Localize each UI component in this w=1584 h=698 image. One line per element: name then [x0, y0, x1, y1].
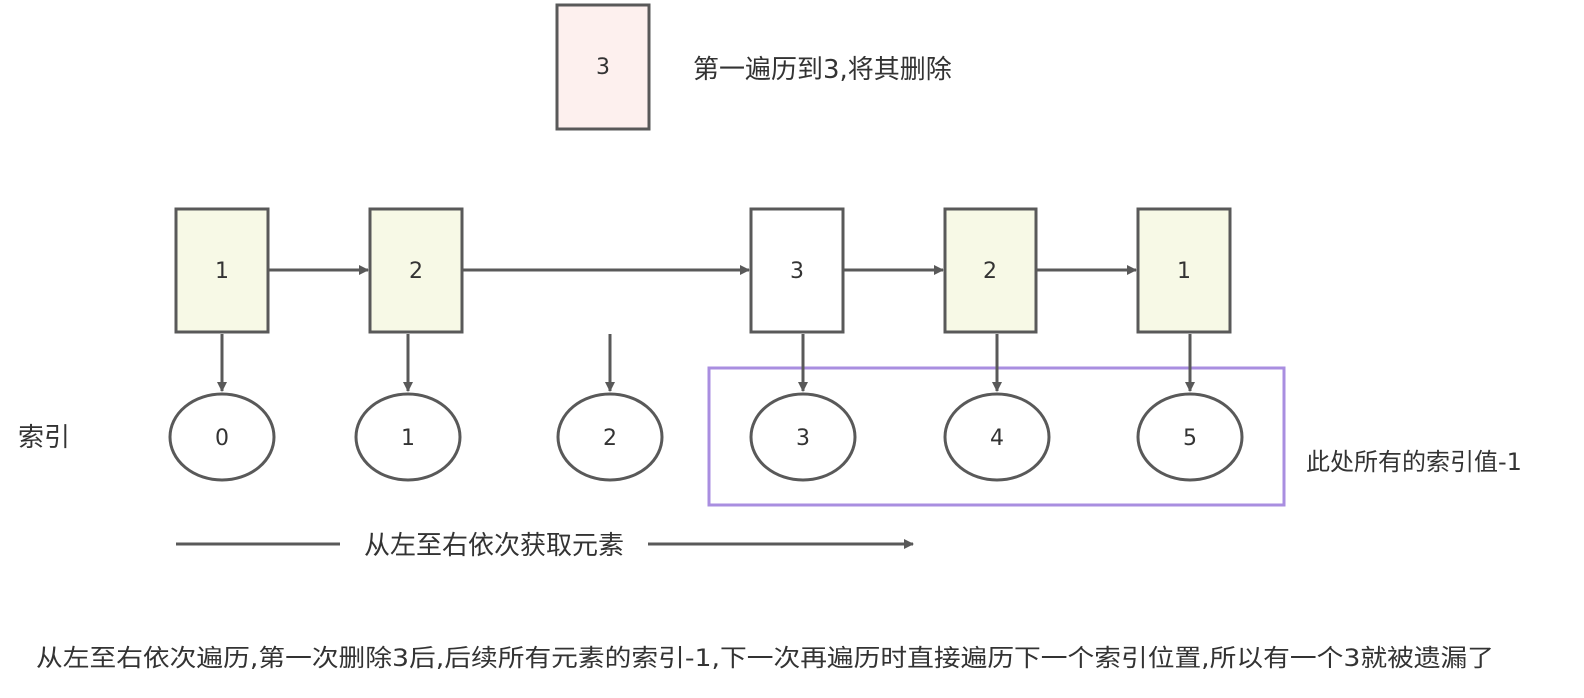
index-value-3: 3	[796, 426, 810, 451]
element-box-1	[368, 207, 464, 334]
footer-explanation: 从左至右依次遍历,第一次删除3后,后续所有元素的索引-1,下一次再遍历时直接遍历…	[36, 644, 1494, 672]
element-value-2: 3	[790, 259, 804, 284]
removed-element-value: 3	[596, 55, 610, 80]
index-value-2: 2	[603, 426, 617, 451]
element-value-1: 2	[409, 259, 423, 284]
element-value-0: 1	[215, 259, 229, 284]
element-value-4: 1	[1177, 259, 1191, 284]
index-value-0: 0	[215, 426, 229, 451]
index-ellipse-2	[556, 392, 664, 482]
removed-element-box	[555, 3, 651, 131]
index-ellipse-4	[943, 392, 1051, 482]
index-value-4: 4	[990, 426, 1004, 451]
element-value-3: 2	[983, 259, 997, 284]
direction-label: 从左至右依次获取元素	[364, 531, 624, 561]
index-value-1: 1	[401, 426, 415, 451]
element-box-2	[749, 207, 845, 334]
removed-element-caption: 第一遍历到3,将其删除	[693, 55, 952, 85]
index-value-5: 5	[1183, 426, 1197, 451]
element-box-0	[174, 207, 270, 334]
index-ellipse-1	[354, 392, 462, 482]
index-label: 索引	[18, 423, 70, 453]
element-box-4	[1136, 207, 1232, 334]
index-ellipse-0	[168, 392, 276, 482]
index-ellipse-3	[749, 392, 857, 482]
element-box-3	[943, 207, 1038, 334]
index-shift-note: 此处所有的索引值-1	[1306, 448, 1522, 476]
index-ellipse-5	[1136, 392, 1244, 482]
